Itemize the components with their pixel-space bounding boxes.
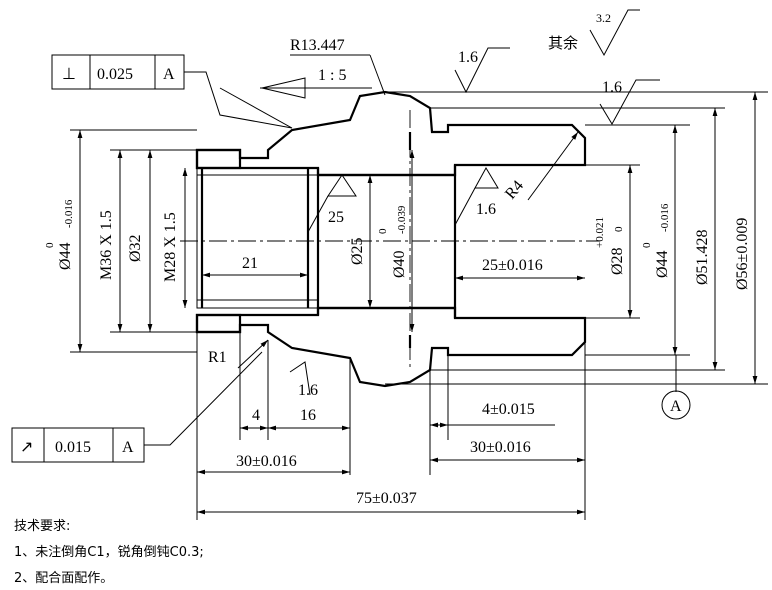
- notes-line-1: 1、未注倒角C1，锐角倒钝C0.3;: [14, 545, 204, 560]
- taper-label: 1 : 5: [318, 67, 346, 84]
- r13-label: R13.447: [290, 37, 345, 54]
- dim-d44-left-tol-up: 0: [44, 242, 56, 248]
- svg-text:1.6: 1.6: [476, 201, 496, 218]
- dim-m36: M36 X 1.5: [98, 210, 115, 280]
- r1-label: R1: [208, 349, 227, 366]
- roughness-1-6-top: 1.6: [454, 47, 510, 94]
- dim-25: 25±0.016: [482, 257, 543, 274]
- dim-d28-tol-up: +0.021: [594, 217, 606, 248]
- left-diameter-dimensions: [70, 129, 197, 353]
- svg-text:3.2: 3.2: [596, 11, 611, 25]
- dim-d51: Ø51.428: [694, 229, 711, 285]
- dim-d40-tol-up: 0: [377, 228, 389, 234]
- dim-d28: Ø28: [609, 247, 626, 275]
- datum-a-label: A: [670, 398, 682, 415]
- dim-75: 75±0.037: [356, 490, 417, 507]
- dim-4: 4: [252, 407, 260, 424]
- dim-30-left: 30±0.016: [236, 453, 297, 470]
- datum-a-circle: [661, 390, 691, 420]
- notes-line-2: 2、配合面配作。: [14, 571, 113, 586]
- part-section: [195, 90, 587, 388]
- fcf-runout: ↗ 0.015 A: [11, 351, 263, 463]
- fcf-perpendicularity: ⊥ 0.025 A: [51, 54, 293, 129]
- svg-text:25: 25: [328, 209, 344, 226]
- svg-text:1.6: 1.6: [458, 49, 478, 66]
- dim-d44-right: Ø44: [654, 250, 671, 278]
- dim-30-right: 30±0.016: [470, 439, 531, 456]
- r4-label: R4: [502, 177, 527, 202]
- roughness-1-6-bottom: 1.6: [289, 361, 318, 399]
- dim-d44-right-tol-low: -0.016: [659, 203, 671, 232]
- svg-text:0.025: 0.025: [97, 66, 133, 83]
- svg-text:1.6: 1.6: [298, 382, 318, 399]
- svg-text:1.6: 1.6: [602, 79, 622, 96]
- svg-text:↗: ↗: [20, 439, 33, 456]
- svg-text:A: A: [122, 439, 134, 456]
- dim-d40-tol-low: -0.039: [396, 205, 408, 234]
- dim-21: 21: [242, 255, 258, 272]
- roughness-3-2-rest: 3.2 其余: [548, 9, 640, 57]
- dim-d56: Ø56±0.009: [734, 218, 751, 290]
- upper-wall-section: [195, 90, 587, 177]
- roughness-1-6-bore: 1.6: [454, 166, 499, 226]
- svg-text:A: A: [163, 66, 175, 83]
- dim-d40: Ø40: [391, 250, 408, 278]
- dim-d25: Ø25: [349, 237, 366, 265]
- thread-bore: [196, 167, 319, 309]
- roughness-25: 25: [307, 174, 357, 233]
- dim-d28-tol-low: 0: [613, 226, 625, 232]
- roughness-1-6-right: 1.6: [599, 79, 660, 126]
- notes-heading: 技术要求:: [14, 519, 70, 534]
- dim-d32: Ø32: [127, 234, 144, 262]
- dim-4-015: 4±0.015: [482, 401, 535, 418]
- svg-text:⊥: ⊥: [62, 66, 76, 83]
- rest-label: 其余: [548, 34, 578, 52]
- svg-text:0.015: 0.015: [55, 439, 91, 456]
- dim-d44-left-tol-low: -0.016: [63, 199, 75, 228]
- dim-d44-right-tol-up: 0: [641, 242, 653, 248]
- dim-d44-left: Ø44: [57, 242, 74, 270]
- dim-m28: M28 X 1.5: [162, 212, 179, 282]
- lower-wall-section: [195, 306, 587, 388]
- dim-16: 16: [300, 407, 316, 424]
